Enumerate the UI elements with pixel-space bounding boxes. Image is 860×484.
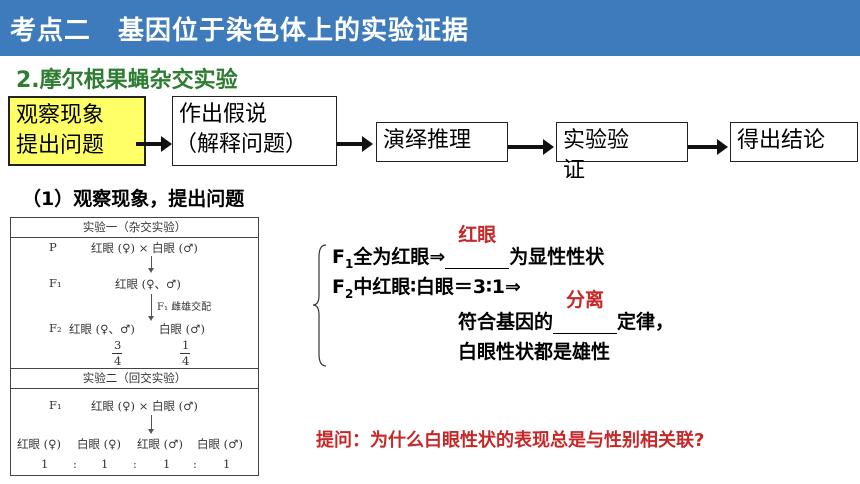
flow-step-hypothesis-line2: （解释问题） xyxy=(175,132,308,157)
experiment2-title: 实验二（回交实验） xyxy=(11,368,258,389)
flow-step-observe: 观察现象 提出问题 xyxy=(8,96,146,166)
conclusion-line1-f: F xyxy=(332,246,345,268)
exp2-ratio-3: 1 xyxy=(163,457,171,471)
answer-dominant: 红眼 xyxy=(458,224,497,246)
exp2-offspring-4: 白眼 (♂) xyxy=(197,437,243,451)
flow-arrow-3 xyxy=(508,139,554,155)
exp2-ratio-4: 1 xyxy=(223,457,231,471)
conclusion-line1: F1全为红眼⇒ 红眼为显性性状 xyxy=(332,224,605,271)
exp1-ratio-white-num: 1 xyxy=(182,338,190,352)
exp2-offspring-2: 白眼 (♀) xyxy=(77,437,122,451)
conclusion-line2: F2中红眼∶白眼＝3∶1⇒ xyxy=(332,272,521,301)
exp1-ratio-white-bar xyxy=(180,353,190,354)
flow-step-hypothesis: 作出假说 （解释问题） xyxy=(172,96,337,166)
conclusion-line1-text: 全为红眼⇒ xyxy=(353,246,446,268)
answer-blank-1: 红眼 xyxy=(445,224,510,269)
exp2-ratio-sep-1: : xyxy=(73,457,77,471)
flow-step-hypothesis-line1: 作出假说 xyxy=(179,102,268,127)
flow-step-verify-line1: 实验验 xyxy=(563,128,630,153)
exp1-ratio-white-den: 4 xyxy=(182,354,190,368)
exp1-ratio-red-den: 4 xyxy=(114,354,122,368)
exp2-ratio-1: 1 xyxy=(41,457,49,471)
exp2-cross: 红眼 (♀) × 白眼 (♂) xyxy=(91,399,198,413)
exp1-f1-mating: F₁ 雌雄交配 xyxy=(157,302,212,313)
page-title: 考点二 基因位于染色体上的实验证据 xyxy=(10,16,470,46)
brace-icon xyxy=(312,244,327,367)
flow-step-conclude: 得出结论 xyxy=(730,122,858,162)
exp1-p-cross: 红眼 (♀) × 白眼 (♂) xyxy=(91,241,198,255)
flow-step-observe-line2: 提出问题 xyxy=(16,133,105,158)
flow-step-deduce: 演绎推理 xyxy=(376,122,508,162)
exp1-f1-text: 红眼 (♀、♂) xyxy=(115,277,181,291)
answer-law: 分离 xyxy=(566,289,605,311)
exp2-f1-label: F₁ xyxy=(49,398,62,412)
conclusion-line3-text: 符合基因的 xyxy=(458,311,554,333)
question-text: 提问：为什么白眼性状的表现总是与性别相关联? xyxy=(316,430,705,451)
conclusion-line2-f: F xyxy=(332,276,345,298)
subtitle: 2.摩尔根果蝇杂交实验 xyxy=(16,68,238,93)
exp1-p-label: P xyxy=(49,240,57,254)
flow-step-observe-line1: 观察现象 xyxy=(16,103,105,128)
experiment-table: 实验一（杂交实验） P 红眼 (♀) × 白眼 (♂) F₁ 红眼 (♀、♂) … xyxy=(10,217,259,476)
conclusion-line3-end: 定律， xyxy=(617,311,675,333)
conclusion-line4: 白眼性状都是雄性 xyxy=(458,341,611,363)
experiment1-title: 实验一（杂交实验） xyxy=(11,218,258,238)
conclusion-line1-end: 为显性性状 xyxy=(509,246,605,268)
conclusion-line3: 符合基因的 分离定律， xyxy=(458,289,675,334)
exp1-f2-white: 白眼 (♂) xyxy=(159,322,205,336)
exp1-f1-label: F₁ xyxy=(49,276,62,290)
exp1-ratio-red-num: 3 xyxy=(114,338,122,352)
exp1-f2-label: F₂ xyxy=(49,321,62,335)
flow-step-verify-line2: 证 xyxy=(563,158,586,183)
exp2-offspring-1: 红眼 (♀) xyxy=(17,437,62,451)
exp2-ratio-2: 1 xyxy=(101,457,109,471)
conclusion-line2-text: 中红眼∶白眼＝3∶1⇒ xyxy=(353,276,521,298)
header-banner: 考点二 基因位于染色体上的实验证据 xyxy=(0,0,860,56)
exp1-f2-red: 红眼 (♀、♂) xyxy=(69,322,135,336)
flow-arrow-4 xyxy=(688,139,728,155)
flow-step-deduce-label: 演绎推理 xyxy=(383,128,472,153)
exp2-offspring-3: 红眼 (♂) xyxy=(137,437,183,451)
conclusion-line2-sub: 2 xyxy=(344,286,354,301)
exp2-ratio-sep-3: : xyxy=(193,457,197,471)
conclusion-line1-sub: 1 xyxy=(344,256,354,271)
flow-step-conclude-label: 得出结论 xyxy=(737,128,826,153)
flow-step-verify: 实验验 证 xyxy=(556,122,688,183)
exp1-arrow-1 xyxy=(148,256,154,273)
answer-blank-2: 分离 xyxy=(553,289,618,334)
flow-arrow-2 xyxy=(337,136,373,152)
exp1-ratio-red-bar xyxy=(112,353,122,354)
section-title: （1）观察现象，提出问题 xyxy=(22,188,245,210)
exp1-arrow-2 xyxy=(148,294,154,321)
flow-arrow-1 xyxy=(136,136,172,152)
exp2-ratio-sep-2: : xyxy=(133,457,137,471)
exp2-arrow xyxy=(148,415,154,434)
